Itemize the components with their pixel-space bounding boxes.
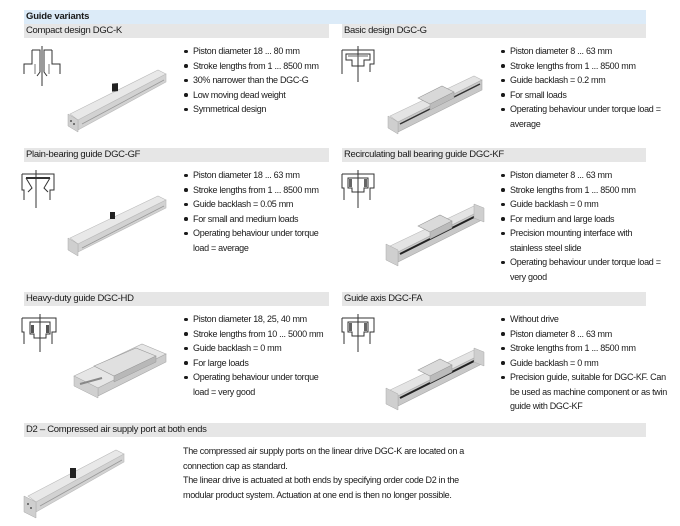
heavy-duty-cross-section-icon [20, 312, 64, 354]
feature-item: For small loads [500, 88, 665, 103]
compact-guide-cross-section-icon [20, 44, 64, 88]
d2-line: The linear drive is actuated at both end… [183, 475, 459, 485]
variant-title-dgc-hd: Heavy-duty guide DGC-HD [24, 292, 329, 306]
feature-item: Stroke lengths from 1 ... 8500 mm [500, 59, 665, 74]
feature-item: Piston diameter 8 ... 63 mm [500, 327, 670, 342]
feature-item: Operating behaviour under torque load = … [183, 226, 333, 255]
feature-item: Piston diameter 18, 25, 40 mm [183, 312, 333, 327]
linear-drive-dgc-g-image [382, 60, 492, 140]
feature-item: Stroke lengths from 1 ... 8500 mm [500, 341, 670, 356]
variant-title-dgc-k: Compact design DGC-K [24, 24, 329, 38]
feature-item: Low moving dead weight [183, 88, 333, 103]
feature-item: Operating behaviour under torque load = … [500, 255, 665, 284]
variant-title-dgc-gf: Plain-bearing guide DGC-GF [24, 148, 329, 162]
guide-axis-dgc-fa-image [382, 334, 492, 414]
guide-axis-cross-section-icon [340, 312, 384, 354]
d2-section-title: D2 – Compressed air supply port at both … [24, 423, 646, 437]
feature-item: Stroke lengths from 10 ... 5000 mm [183, 327, 333, 342]
linear-drive-dgc-gf-image [62, 188, 172, 258]
d2-line: connection cap as standard. [183, 460, 288, 471]
feature-item: 30% narrower than the DGC-G [183, 73, 333, 88]
feature-item: For large loads [183, 356, 333, 371]
feature-item: For medium and large loads [500, 212, 665, 227]
feature-item: Precision guide, suitable for DGC-KF. Ca… [500, 370, 670, 414]
basic-guide-cross-section-icon [340, 44, 384, 84]
d2-line: The compressed air supply ports on the l… [183, 446, 464, 456]
d2-line: modular product system. Actuation at one… [183, 489, 452, 500]
linear-drive-d2-image [20, 440, 130, 524]
linear-drive-dgc-hd-image [66, 332, 176, 412]
feature-item: Stroke lengths from 1 ... 8500 mm [183, 59, 333, 74]
feature-list-dgc-gf: Piston diameter 18 ... 63 mm Stroke leng… [183, 168, 333, 255]
feature-item: Guide backlash = 0 mm [183, 341, 333, 356]
feature-item: Operating behaviour under torque load = … [183, 370, 333, 399]
feature-item: Stroke lengths from 1 ... 8500 mm [500, 183, 665, 198]
feature-item: Guide backlash = 0 mm [500, 197, 665, 212]
feature-item: Piston diameter 18 ... 80 mm [183, 44, 333, 59]
linear-drive-dgc-k-image [62, 58, 172, 138]
section-title: Guide variants [24, 10, 646, 24]
feature-item: Precision mounting interface with stainl… [500, 226, 665, 255]
feature-item: Piston diameter 18 ... 63 mm [183, 168, 333, 183]
feature-list-dgc-kf: Piston diameter 8 ... 63 mm Stroke lengt… [500, 168, 665, 284]
feature-item: Guide backlash = 0.2 mm [500, 73, 665, 88]
feature-list-dgc-fa: Without drive Piston diameter 8 ... 63 m… [500, 312, 670, 414]
ball-bearing-cross-section-icon [340, 168, 384, 210]
feature-item: Guide backlash = 0.05 mm [183, 197, 333, 212]
feature-item: For small and medium loads [183, 212, 333, 227]
plain-bearing-cross-section-icon [20, 168, 64, 210]
feature-item: Piston diameter 8 ... 63 mm [500, 44, 665, 59]
feature-item: Stroke lengths from 1 ... 8500 mm [183, 183, 333, 198]
feature-list-dgc-hd: Piston diameter 18, 25, 40 mm Stroke len… [183, 312, 333, 399]
feature-list-dgc-k: Piston diameter 18 ... 80 mm Stroke leng… [183, 44, 333, 117]
variant-title-dgc-g: Basic design DGC-G [342, 24, 646, 38]
d2-description: The compressed air supply ports on the l… [183, 444, 493, 502]
feature-item: Piston diameter 8 ... 63 mm [500, 168, 665, 183]
feature-item: Without drive [500, 312, 670, 327]
variant-title-dgc-fa: Guide axis DGC-FA [342, 292, 646, 306]
feature-item: Symmetrical design [183, 102, 333, 117]
linear-drive-dgc-kf-image [382, 190, 492, 270]
feature-item: Guide backlash = 0 mm [500, 356, 670, 371]
feature-list-dgc-g: Piston diameter 8 ... 63 mm Stroke lengt… [500, 44, 665, 131]
feature-item: Operating behaviour under torque load = … [500, 102, 665, 131]
variant-title-dgc-kf: Recirculating ball bearing guide DGC-KF [342, 148, 646, 162]
